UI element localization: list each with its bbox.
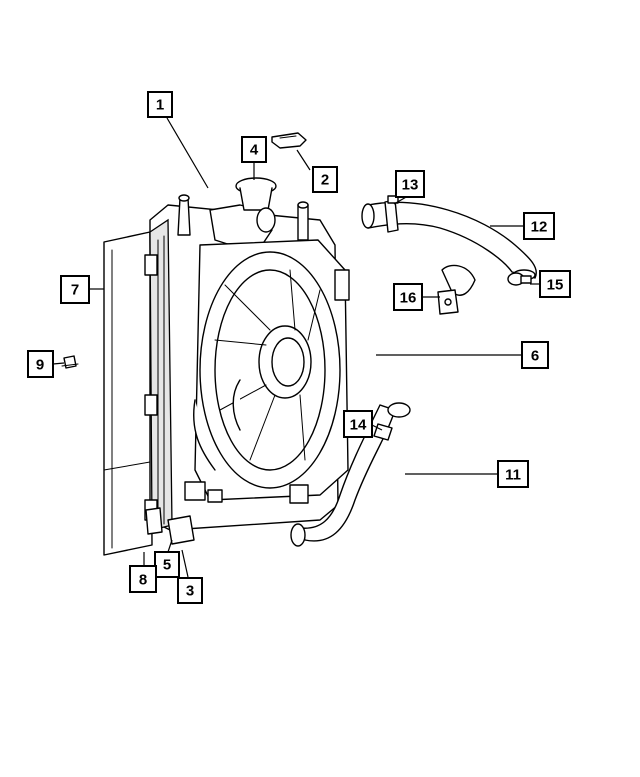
leader-3 [181, 549, 189, 578]
leader-9 [52, 362, 65, 365]
callout-7-label: 7 [71, 282, 79, 299]
callout-6: 6 [521, 341, 549, 369]
callout-1-label: 1 [156, 97, 164, 114]
leader-1 [166, 117, 209, 189]
callout-9: 9 [27, 350, 54, 378]
callout-13-label: 13 [402, 177, 419, 194]
push-pin-part [61, 355, 79, 369]
callout-12: 12 [523, 212, 555, 240]
hose-clamp-part [384, 195, 399, 233]
leader-lines [52, 117, 542, 578]
callout-13: 13 [395, 170, 425, 198]
air-deflector-part [103, 231, 153, 556]
lower-hose-part [290, 402, 411, 547]
callout-4: 4 [241, 136, 267, 163]
callout-16: 16 [393, 283, 423, 311]
callout-11-label: 11 [505, 467, 521, 484]
callout-6-label: 6 [531, 348, 539, 365]
leader-2 [296, 149, 311, 171]
callout-15-label: 15 [547, 277, 564, 294]
callout-2-label: 2 [321, 172, 329, 189]
callout-7: 7 [60, 275, 90, 304]
callout-5: 5 [154, 551, 180, 578]
hose-bracket-part [437, 264, 476, 315]
callout-11: 11 [497, 460, 529, 488]
cooling-fan-module-part [193, 239, 350, 501]
callout-3-label: 3 [186, 583, 194, 600]
bracket-part [271, 132, 307, 149]
callout-3: 3 [177, 577, 203, 604]
hose-clamp-part-2 [507, 272, 532, 286]
callout-14-label: 14 [350, 417, 367, 434]
callout-15: 15 [539, 270, 571, 298]
callout-12-label: 12 [531, 219, 548, 236]
leader-5 [167, 539, 173, 553]
lower-mount-part [145, 481, 309, 545]
callout-4-label: 4 [250, 142, 259, 159]
callout-14: 14 [343, 410, 373, 438]
callout-1: 1 [147, 91, 173, 118]
callout-2: 2 [312, 166, 338, 193]
pressure-cap-part [209, 177, 277, 249]
callout-5-label: 5 [163, 557, 171, 574]
callout-8: 8 [129, 565, 157, 593]
callout-8-label: 8 [139, 572, 147, 589]
callout-9-label: 9 [36, 357, 44, 374]
callout-16-label: 16 [400, 290, 417, 307]
